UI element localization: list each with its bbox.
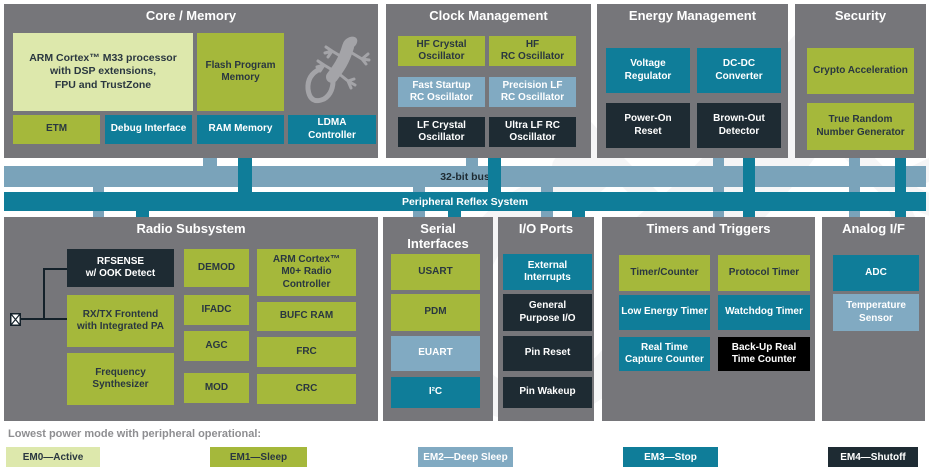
antenna-icon [10, 313, 21, 326]
legend-swatch-em1: EM1—Sleep [210, 447, 307, 467]
block-watchdog-timer: Watchdog Timer [718, 295, 810, 330]
bus-connector-stub [488, 158, 501, 192]
block-demod: DEMOD [184, 249, 249, 287]
section-title-energy-management: Energy Management [628, 8, 757, 23]
block-i2c: I²C [391, 377, 480, 408]
block-true-random-number-generator: True Random Number Generator [807, 103, 914, 150]
block-timer-counter: Timer/Counter [619, 255, 710, 291]
block-voltage-regulator: Voltage Regulator [606, 48, 690, 93]
block-pin-wakeup: Pin Wakeup [503, 377, 592, 408]
section-title-analog-if: Analog I/F [842, 221, 905, 236]
block-dcdc-converter: DC-DC Converter [697, 48, 781, 93]
block-fast-startup-rc-oscillator: Fast Startup RC Oscillator [398, 77, 485, 107]
bus-connector-stub [238, 158, 252, 192]
block-backup-real-time-counter: Back-Up Real Time Counter [718, 337, 810, 371]
block-low-energy-timer: Low Energy Timer [619, 295, 710, 330]
section-title-timers-and-triggers: Timers and Triggers [646, 221, 771, 236]
block-agc: AGC [184, 331, 249, 361]
block-ram-memory: RAM Memory [197, 115, 284, 144]
block-arm-cortex-m33: ARM Cortex™ M33 processor with DSP exten… [13, 33, 193, 111]
legend-swatch-em3: EM3—Stop [623, 447, 718, 467]
block-ultra-lf-rc-oscillator: Ultra LF RC Oscillator [489, 117, 576, 147]
block-pdm: PDM [391, 294, 480, 331]
block-rfsense: RFSENSE w/ OOK Detect [67, 249, 174, 287]
section-timers-and-triggers: Timers and Triggers Timer/Counter Protoc… [602, 217, 815, 421]
section-energy-management: Energy Management Voltage Regulator DC-D… [597, 4, 788, 158]
block-debug-interface: Debug Interface [105, 115, 192, 144]
block-power-on-reset: Power-On Reset [606, 103, 690, 148]
legend-swatch-em4: EM4—Shutoff [828, 447, 918, 467]
block-crypto-acceleration: Crypto Acceleration [807, 48, 914, 94]
section-io-ports: I/O Ports External Interrupts General Pu… [498, 217, 594, 421]
block-arm-cortex-m0-radio-controller: ARM Cortex™ M0+ Radio Controller [257, 249, 356, 296]
section-serial-interfaces: Serial Interfaces USART PDM EUART I²C [383, 217, 493, 421]
block-temperature-sensor: Temperature Sensor [833, 294, 919, 331]
section-core-memory: Core / Memory ARM Cortex™ M33 processor … [4, 4, 378, 158]
section-title-core-memory: Core / Memory [145, 8, 237, 23]
bus-connector-stub [448, 207, 461, 217]
section-radio-subsystem: Radio Subsystem RFSENSE w/ OOK Detect RX… [4, 217, 378, 421]
section-title-radio-subsystem: Radio Subsystem [136, 221, 246, 236]
block-frequency-synthesizer: Frequency Synthesizer [67, 353, 174, 405]
block-external-interrupts: External Interrupts [503, 254, 592, 290]
block-precision-lf-rc-oscillator: Precision LF RC Oscillator [489, 77, 576, 107]
bus-peripheral-reflex-system: Peripheral Reflex System [4, 192, 926, 211]
block-pin-reset: Pin Reset [503, 336, 592, 371]
block-lf-crystal-oscillator: LF Crystal Oscillator [398, 117, 485, 147]
block-brown-out-detector: Brown-Out Detector [697, 103, 781, 148]
antenna-wire [43, 268, 45, 320]
block-protocol-timer: Protocol Timer [718, 255, 810, 291]
gecko-logo-icon [305, 36, 371, 104]
bus-connector-stub [713, 158, 724, 217]
section-title-clock-management: Clock Management [429, 8, 548, 23]
antenna-wire [43, 268, 67, 270]
block-adc: ADC [833, 255, 919, 291]
bus-connector-stub [572, 207, 585, 217]
block-general-purpose-io: General Purpose I/O [503, 294, 592, 331]
block-flash-program-memory: Flash Program Memory [197, 33, 284, 111]
bus-prs-label: Peripheral Reflex System [401, 195, 529, 208]
legend-swatch-em2: EM2—Deep Sleep [418, 447, 513, 467]
block-frc: FRC [257, 337, 356, 367]
section-title-io-ports: I/O Ports [518, 221, 574, 236]
section-title-serial-interfaces: Serial Interfaces [407, 221, 469, 251]
bus-connector-stub [203, 158, 217, 167]
block-ifadc: IFADC [184, 295, 249, 325]
block-bufc-ram: BUFC RAM [257, 302, 356, 331]
section-clock-management: Clock Management HF Crystal Oscillator H… [386, 4, 591, 158]
legend-title: Lowest power mode with peripheral operat… [8, 428, 262, 440]
bus-connector-stub [136, 207, 149, 217]
block-mod: MOD [184, 373, 249, 403]
bus-connector-stub [895, 158, 906, 217]
block-hf-rc-oscillator: HF RC Oscillator [489, 36, 576, 66]
block-crc: CRC [257, 374, 356, 404]
bus-32bit-label: 32-bit bus [440, 170, 490, 183]
block-real-time-capture-counter: Real Time Capture Counter [619, 337, 710, 371]
section-title-security: Security [834, 8, 887, 23]
bus-32bit: 32-bit bus [4, 166, 926, 187]
section-security: Security Crypto Acceleration True Random… [795, 4, 926, 158]
block-usart: USART [391, 254, 480, 290]
bus-connector-stub [466, 158, 478, 167]
bus-connector-stub [849, 158, 860, 217]
block-rxtx-frontend: RX/TX Frontend with Integrated PA [67, 295, 174, 347]
legend-swatch-em0: EM0—Active [6, 447, 100, 467]
block-hf-crystal-oscillator: HF Crystal Oscillator [398, 36, 485, 66]
section-analog-if: Analog I/F ADC Temperature Sensor [822, 217, 925, 421]
block-euart: EUART [391, 336, 480, 371]
block-ldma-controller: LDMA Controller [288, 115, 376, 144]
block-etm: ETM [13, 115, 100, 144]
